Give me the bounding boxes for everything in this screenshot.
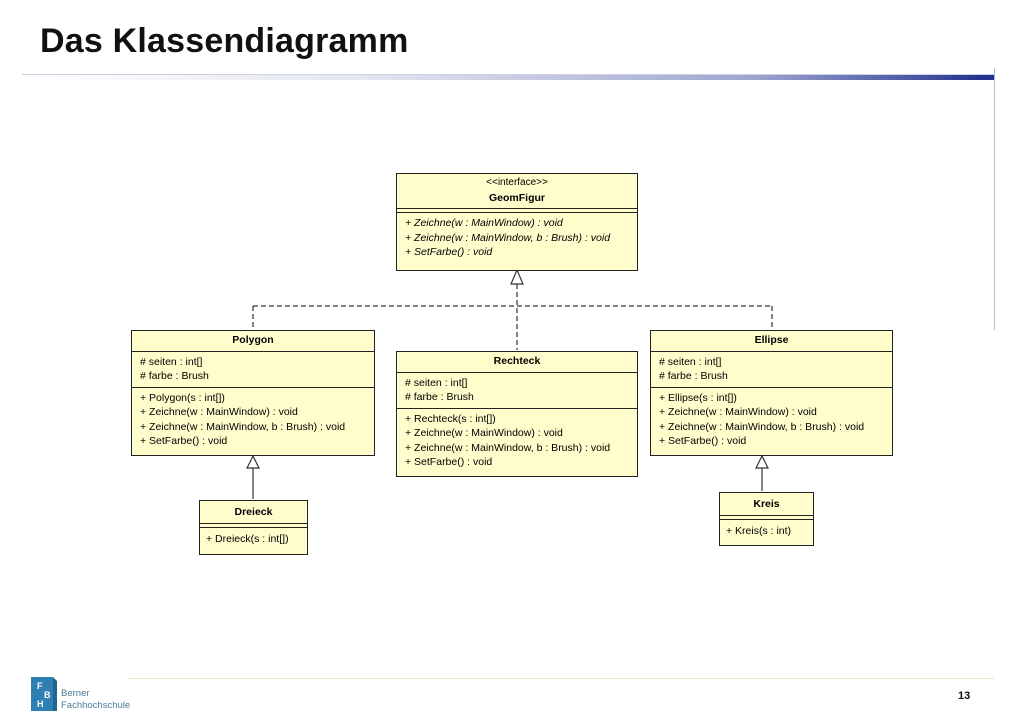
- bfh-logo-icon: F B H: [31, 677, 57, 711]
- attributes-section: # seiten : int[] # farbe : Brush: [651, 352, 892, 388]
- method-line: + SetFarbe() : void: [659, 435, 747, 447]
- class-kreis-header: Kreis: [720, 493, 813, 516]
- method-line: + Zeichne(w : MainWindow, b : Brush) : v…: [405, 441, 611, 454]
- class-dreieck-header: Dreieck: [200, 501, 307, 524]
- method-line: + Rechteck(s : int[]): [405, 412, 496, 425]
- method-line: + SetFarbe() : void: [140, 435, 228, 447]
- logo-letter-b: B: [44, 690, 51, 700]
- attribute-line: # seiten : int[]: [659, 355, 722, 368]
- institution-name: Berner Fachhochschule: [61, 688, 130, 712]
- page-number: 13: [958, 690, 971, 702]
- class-rechteck-header: Rechteck: [397, 352, 637, 373]
- attributes-section: [397, 209, 637, 213]
- attribute-line: # seiten : int[]: [405, 376, 468, 389]
- method-line: + SetFarbe() : void: [405, 456, 493, 468]
- side-rule: [994, 68, 995, 330]
- attributes-section: [200, 524, 307, 528]
- method-line: + SetFarbe() : void: [405, 246, 493, 258]
- attribute-line: # farbe : Brush: [405, 391, 474, 403]
- stereotype-label: <<interface>>: [486, 177, 548, 188]
- attribute-line: # farbe : Brush: [659, 370, 728, 382]
- method-line: + Polygon(s : int[]): [140, 391, 225, 404]
- class-name: Kreis: [753, 498, 780, 510]
- class-kreis: Kreis + Kreis(s : int): [719, 492, 814, 546]
- footer-rule: [128, 678, 994, 679]
- method-line: + Kreis(s : int): [726, 524, 792, 537]
- class-ellipse: Ellipse # seiten : int[] # farbe : Brush…: [650, 330, 893, 456]
- method-line: + Zeichne(w : MainWindow, b : Brush) : v…: [659, 420, 865, 433]
- attributes-section: # seiten : int[] # farbe : Brush: [132, 352, 374, 388]
- methods-section: + Rechteck(s : int[]) + Zeichne(w : Main…: [397, 409, 637, 473]
- logo-letter-f: F: [37, 681, 43, 691]
- method-line: + Zeichne(w : MainWindow) : void: [405, 427, 563, 439]
- institution-line-1: Berner: [61, 688, 90, 699]
- class-polygon: Polygon # seiten : int[] # farbe : Brush…: [131, 330, 375, 456]
- class-rechteck: Rechteck # seiten : int[] # farbe : Brus…: [396, 351, 638, 477]
- method-line: + Zeichne(w : MainWindow) : void: [659, 406, 817, 418]
- class-name: Polygon: [232, 334, 274, 346]
- attributes-section: [720, 516, 813, 520]
- class-geomfigur: <<interface>> GeomFigur + Zeichne(w : Ma…: [396, 173, 638, 271]
- logo-letter-h: H: [37, 699, 44, 709]
- class-name: Dreieck: [234, 506, 273, 518]
- attributes-section: # seiten : int[] # farbe : Brush: [397, 373, 637, 409]
- method-line: + Zeichne(w : MainWindow) : void: [140, 406, 298, 418]
- attribute-line: # farbe : Brush: [140, 370, 209, 382]
- method-line: + Ellipse(s : int[]): [659, 391, 737, 404]
- method-line: + Zeichne(w : MainWindow, b : Brush) : v…: [140, 420, 346, 433]
- method-line: + Zeichne(w : MainWindow, b : Brush) : v…: [405, 231, 611, 244]
- class-polygon-header: Polygon: [132, 331, 374, 352]
- methods-section: + Ellipse(s : int[]) + Zeichne(w : MainW…: [651, 388, 892, 452]
- generalization-dreieck-arrowhead: [246, 454, 260, 469]
- institution-line-2: Fachhochschule: [61, 700, 131, 711]
- title-underline: [22, 75, 995, 80]
- class-geomfigur-header: <<interface>> GeomFigur: [397, 174, 637, 209]
- attribute-line: # seiten : int[]: [140, 355, 203, 368]
- methods-section: + Zeichne(w : MainWindow) : void + Zeich…: [397, 213, 637, 263]
- slide-title: Das Klassendiagramm: [40, 22, 409, 60]
- class-ellipse-header: Ellipse: [651, 331, 892, 352]
- class-name: GeomFigur: [488, 191, 545, 204]
- realization-arrowhead: [510, 268, 524, 285]
- methods-section: + Dreieck(s : int[]): [200, 528, 307, 551]
- generalization-kreis-arrowhead: [755, 454, 769, 469]
- method-line: + Dreieck(s : int[]): [206, 532, 289, 545]
- method-line: + Zeichne(w : MainWindow) : void: [405, 217, 563, 229]
- methods-section: + Kreis(s : int): [720, 520, 813, 543]
- methods-section: + Polygon(s : int[]) + Zeichne(w : MainW…: [132, 388, 374, 452]
- class-name: Rechteck: [493, 355, 541, 367]
- class-name: Ellipse: [754, 334, 789, 346]
- class-dreieck: Dreieck + Dreieck(s : int[]): [199, 500, 308, 555]
- title-rule-highlight: [22, 74, 995, 75]
